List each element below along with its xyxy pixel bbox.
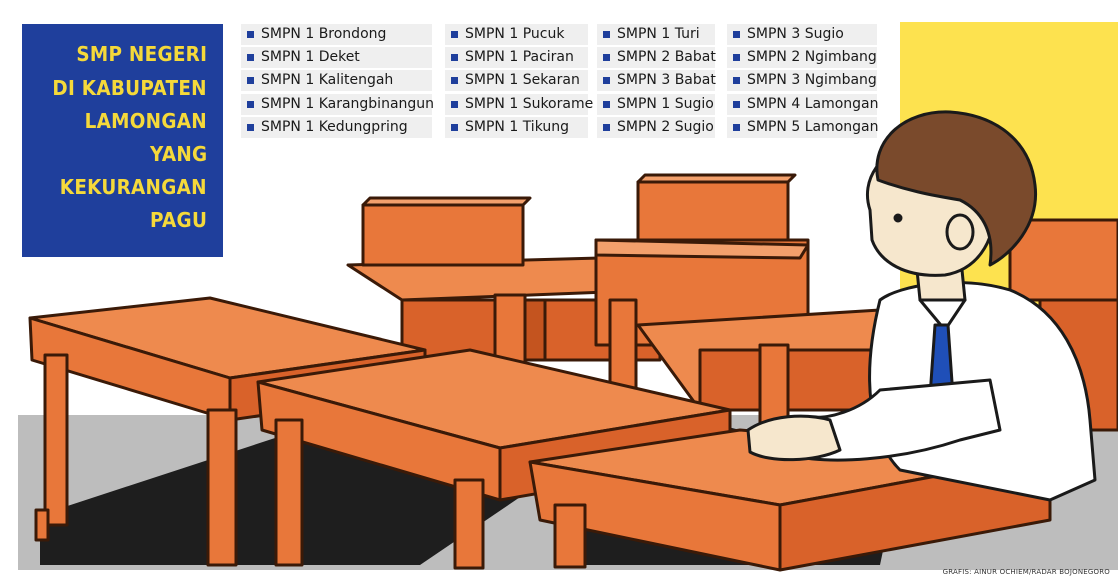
bullet-icon xyxy=(247,54,254,61)
school-item: SMPN 2 Ngimbang xyxy=(727,47,877,68)
bullet-icon xyxy=(733,54,740,61)
school-item: SMPN 2 Sugio xyxy=(597,117,715,138)
school-item: SMPN 3 Babat xyxy=(597,70,716,91)
school-item: SMPN 1 Turi xyxy=(597,24,715,45)
bullet-icon xyxy=(603,77,610,84)
bullet-icon xyxy=(733,31,740,38)
student-figure xyxy=(746,110,1097,502)
school-item: SMPN 3 Sugio xyxy=(727,24,877,45)
title-line-6: PAGU xyxy=(149,208,207,232)
bullet-icon xyxy=(247,124,254,131)
title-line-2: DI KABUPATEN xyxy=(52,76,207,100)
bullet-icon xyxy=(247,77,254,84)
school-item: SMPN 1 Sugio xyxy=(597,94,715,115)
school-item: SMPN 5 Lamongan xyxy=(727,117,878,138)
graphic-credit: GRAFIS: AINUR OCHIEM/RADAR BOJONEGORO xyxy=(942,568,1110,576)
school-item: SMPN 1 Deket xyxy=(241,47,432,68)
bullet-icon xyxy=(603,101,610,108)
bullet-icon xyxy=(603,31,610,38)
bullet-icon xyxy=(247,101,254,108)
bullet-icon xyxy=(451,54,458,61)
school-item: SMPN 1 Karangbinangun xyxy=(241,94,434,115)
school-item: SMPN 1 Kalitengah xyxy=(241,70,432,91)
title-line-3: LAMONGAN xyxy=(84,109,207,133)
bullet-icon xyxy=(451,124,458,131)
bullet-icon xyxy=(733,101,740,108)
title-line-5: KEKURANGAN xyxy=(59,175,207,199)
school-item: SMPN 1 Brondong xyxy=(241,24,432,45)
bullet-icon xyxy=(733,77,740,84)
bullet-icon xyxy=(247,31,254,38)
bullet-icon xyxy=(451,31,458,38)
bullet-icon xyxy=(603,124,610,131)
school-item: SMPN 3 Ngimbang xyxy=(727,70,877,91)
school-item: SMPN 1 Sekaran xyxy=(445,70,588,91)
title-panel: SMP NEGERI DI KABUPATEN LAMONGAN YANG KE… xyxy=(22,24,223,257)
title-line-4: YANG xyxy=(149,142,207,166)
school-item: SMPN 4 Lamongan xyxy=(727,94,878,115)
bullet-icon xyxy=(733,124,740,131)
school-item: SMPN 2 Babat xyxy=(597,47,716,68)
bullet-icon xyxy=(451,101,458,108)
title-line-1: SMP NEGERI xyxy=(76,42,207,66)
school-item: SMPN 1 Tikung xyxy=(445,117,588,138)
school-item: SMPN 1 Kedungpring xyxy=(241,117,432,138)
school-item: SMPN 1 Paciran xyxy=(445,47,588,68)
school-item: SMPN 1 Sukorame xyxy=(445,94,593,115)
school-item: SMPN 1 Pucuk xyxy=(445,24,588,45)
bullet-icon xyxy=(451,77,458,84)
back-desk-right xyxy=(594,173,882,447)
bullet-icon xyxy=(603,54,610,61)
